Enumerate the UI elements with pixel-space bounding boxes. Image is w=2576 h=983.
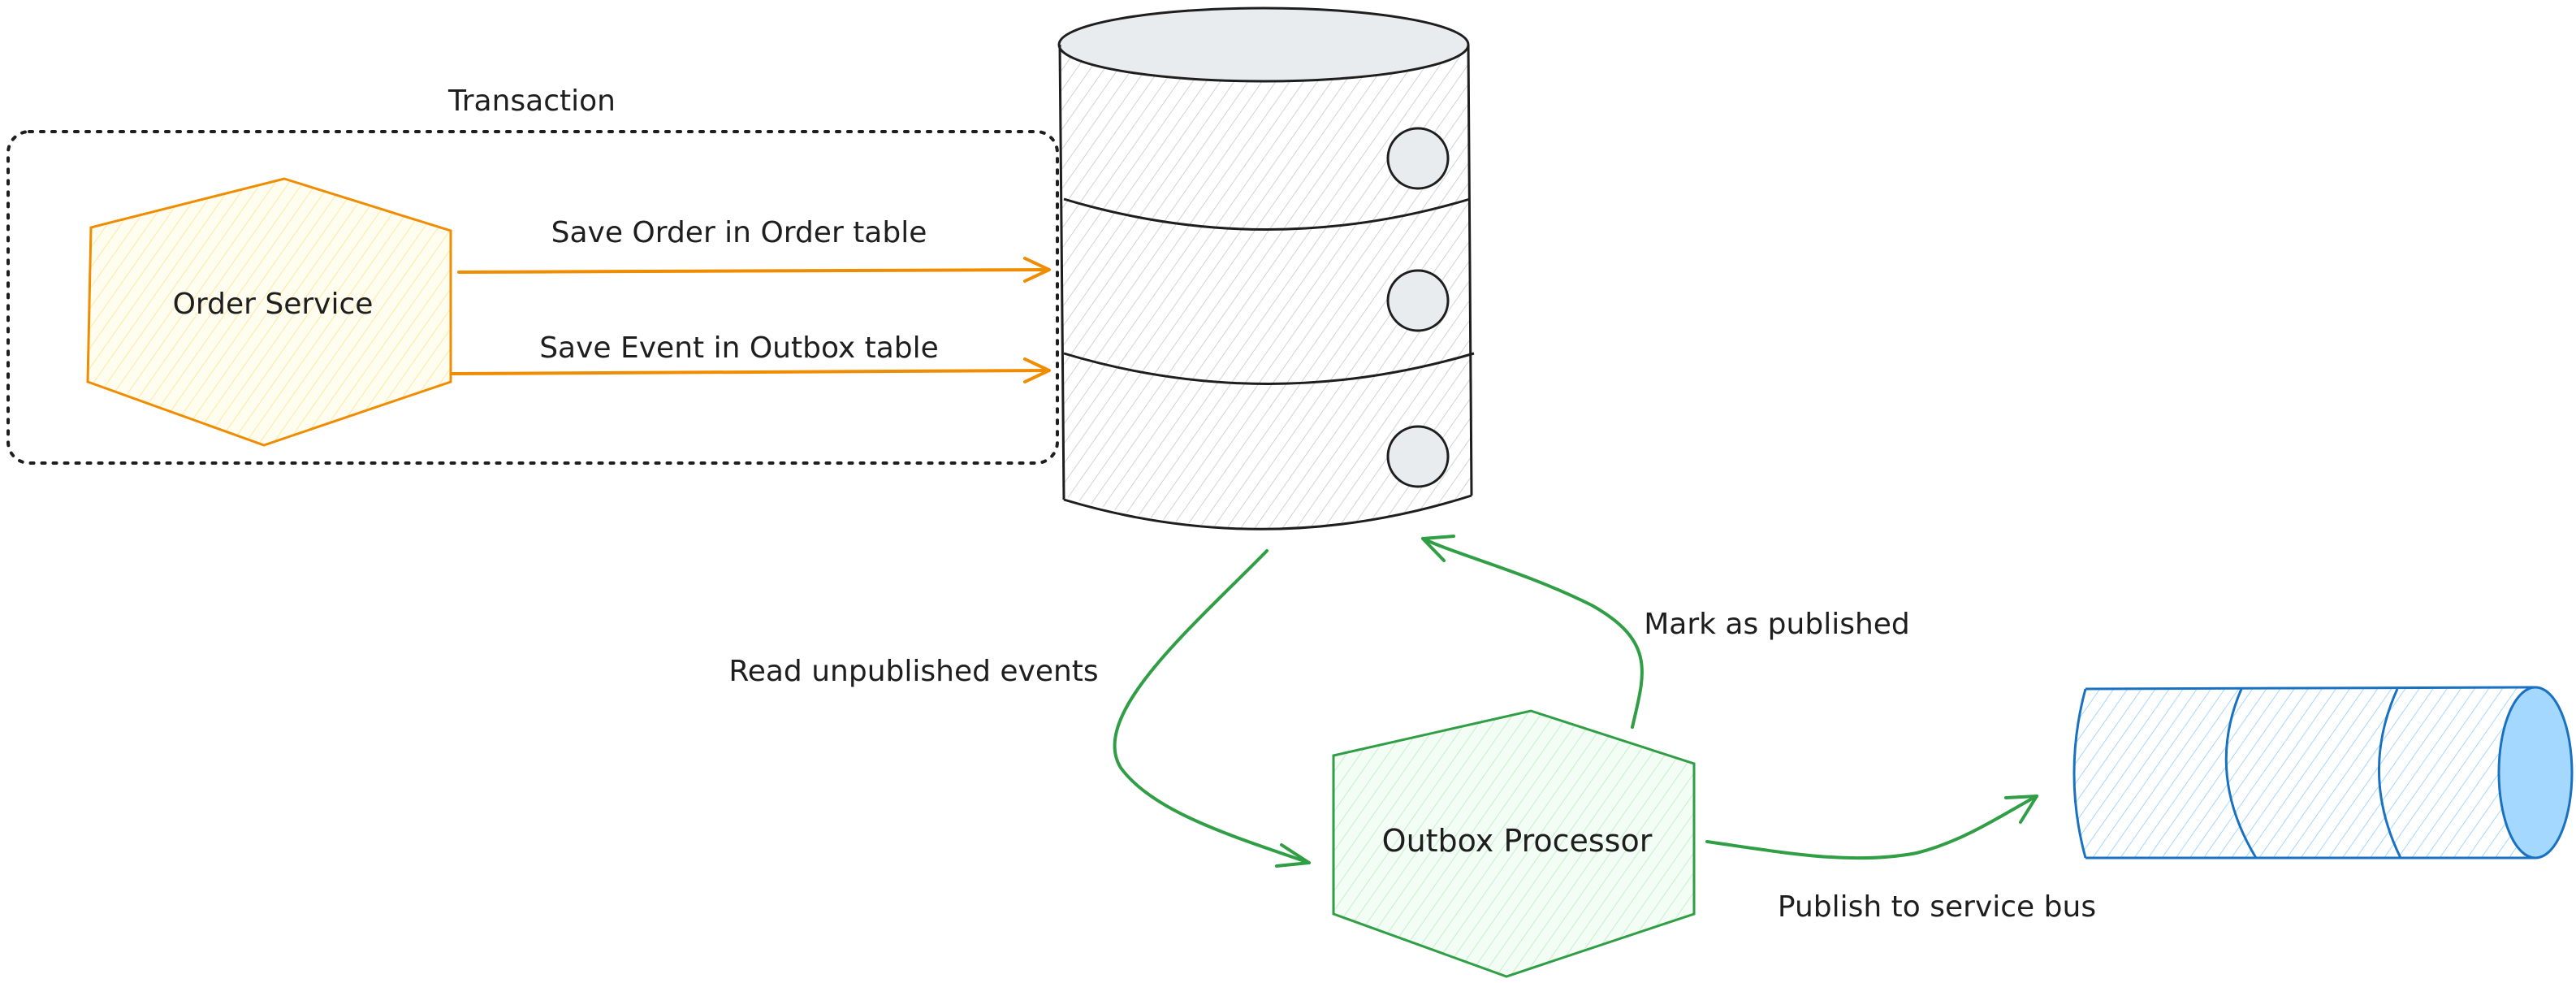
save-order-label: Save Order in Order table [551,216,927,249]
save-event-label: Save Event in Outbox table [539,331,939,365]
db-disk-indicator-2 [1386,269,1450,332]
arrow-read-unpublished [1113,549,1311,868]
transaction-label: Transaction [447,84,616,118]
outbox-processor-node: Outbox Processor [1332,709,1696,978]
order-service-label: Order Service [173,288,374,321]
service-bus-queue-icon [2072,686,2574,860]
db-disk-indicator-1 [1386,127,1450,190]
arrow-mark-published [1421,535,1644,729]
db-disk-indicator-3 [1386,425,1450,488]
read-unpublished-label: Read unpublished events [728,655,1098,688]
outbox-processor-label: Outbox Processor [1382,823,1653,859]
order-service-node: Order Service [86,177,452,447]
arrow-save-event [451,357,1051,383]
database-icon [1057,6,1475,530]
publish-bus-label: Publish to service bus [1778,890,2096,924]
arrow-publish-bus [1705,795,2038,860]
arrow-save-order [457,257,1051,283]
transaction-boundary [6,130,1059,465]
mark-published-label: Mark as published [1644,608,1910,641]
